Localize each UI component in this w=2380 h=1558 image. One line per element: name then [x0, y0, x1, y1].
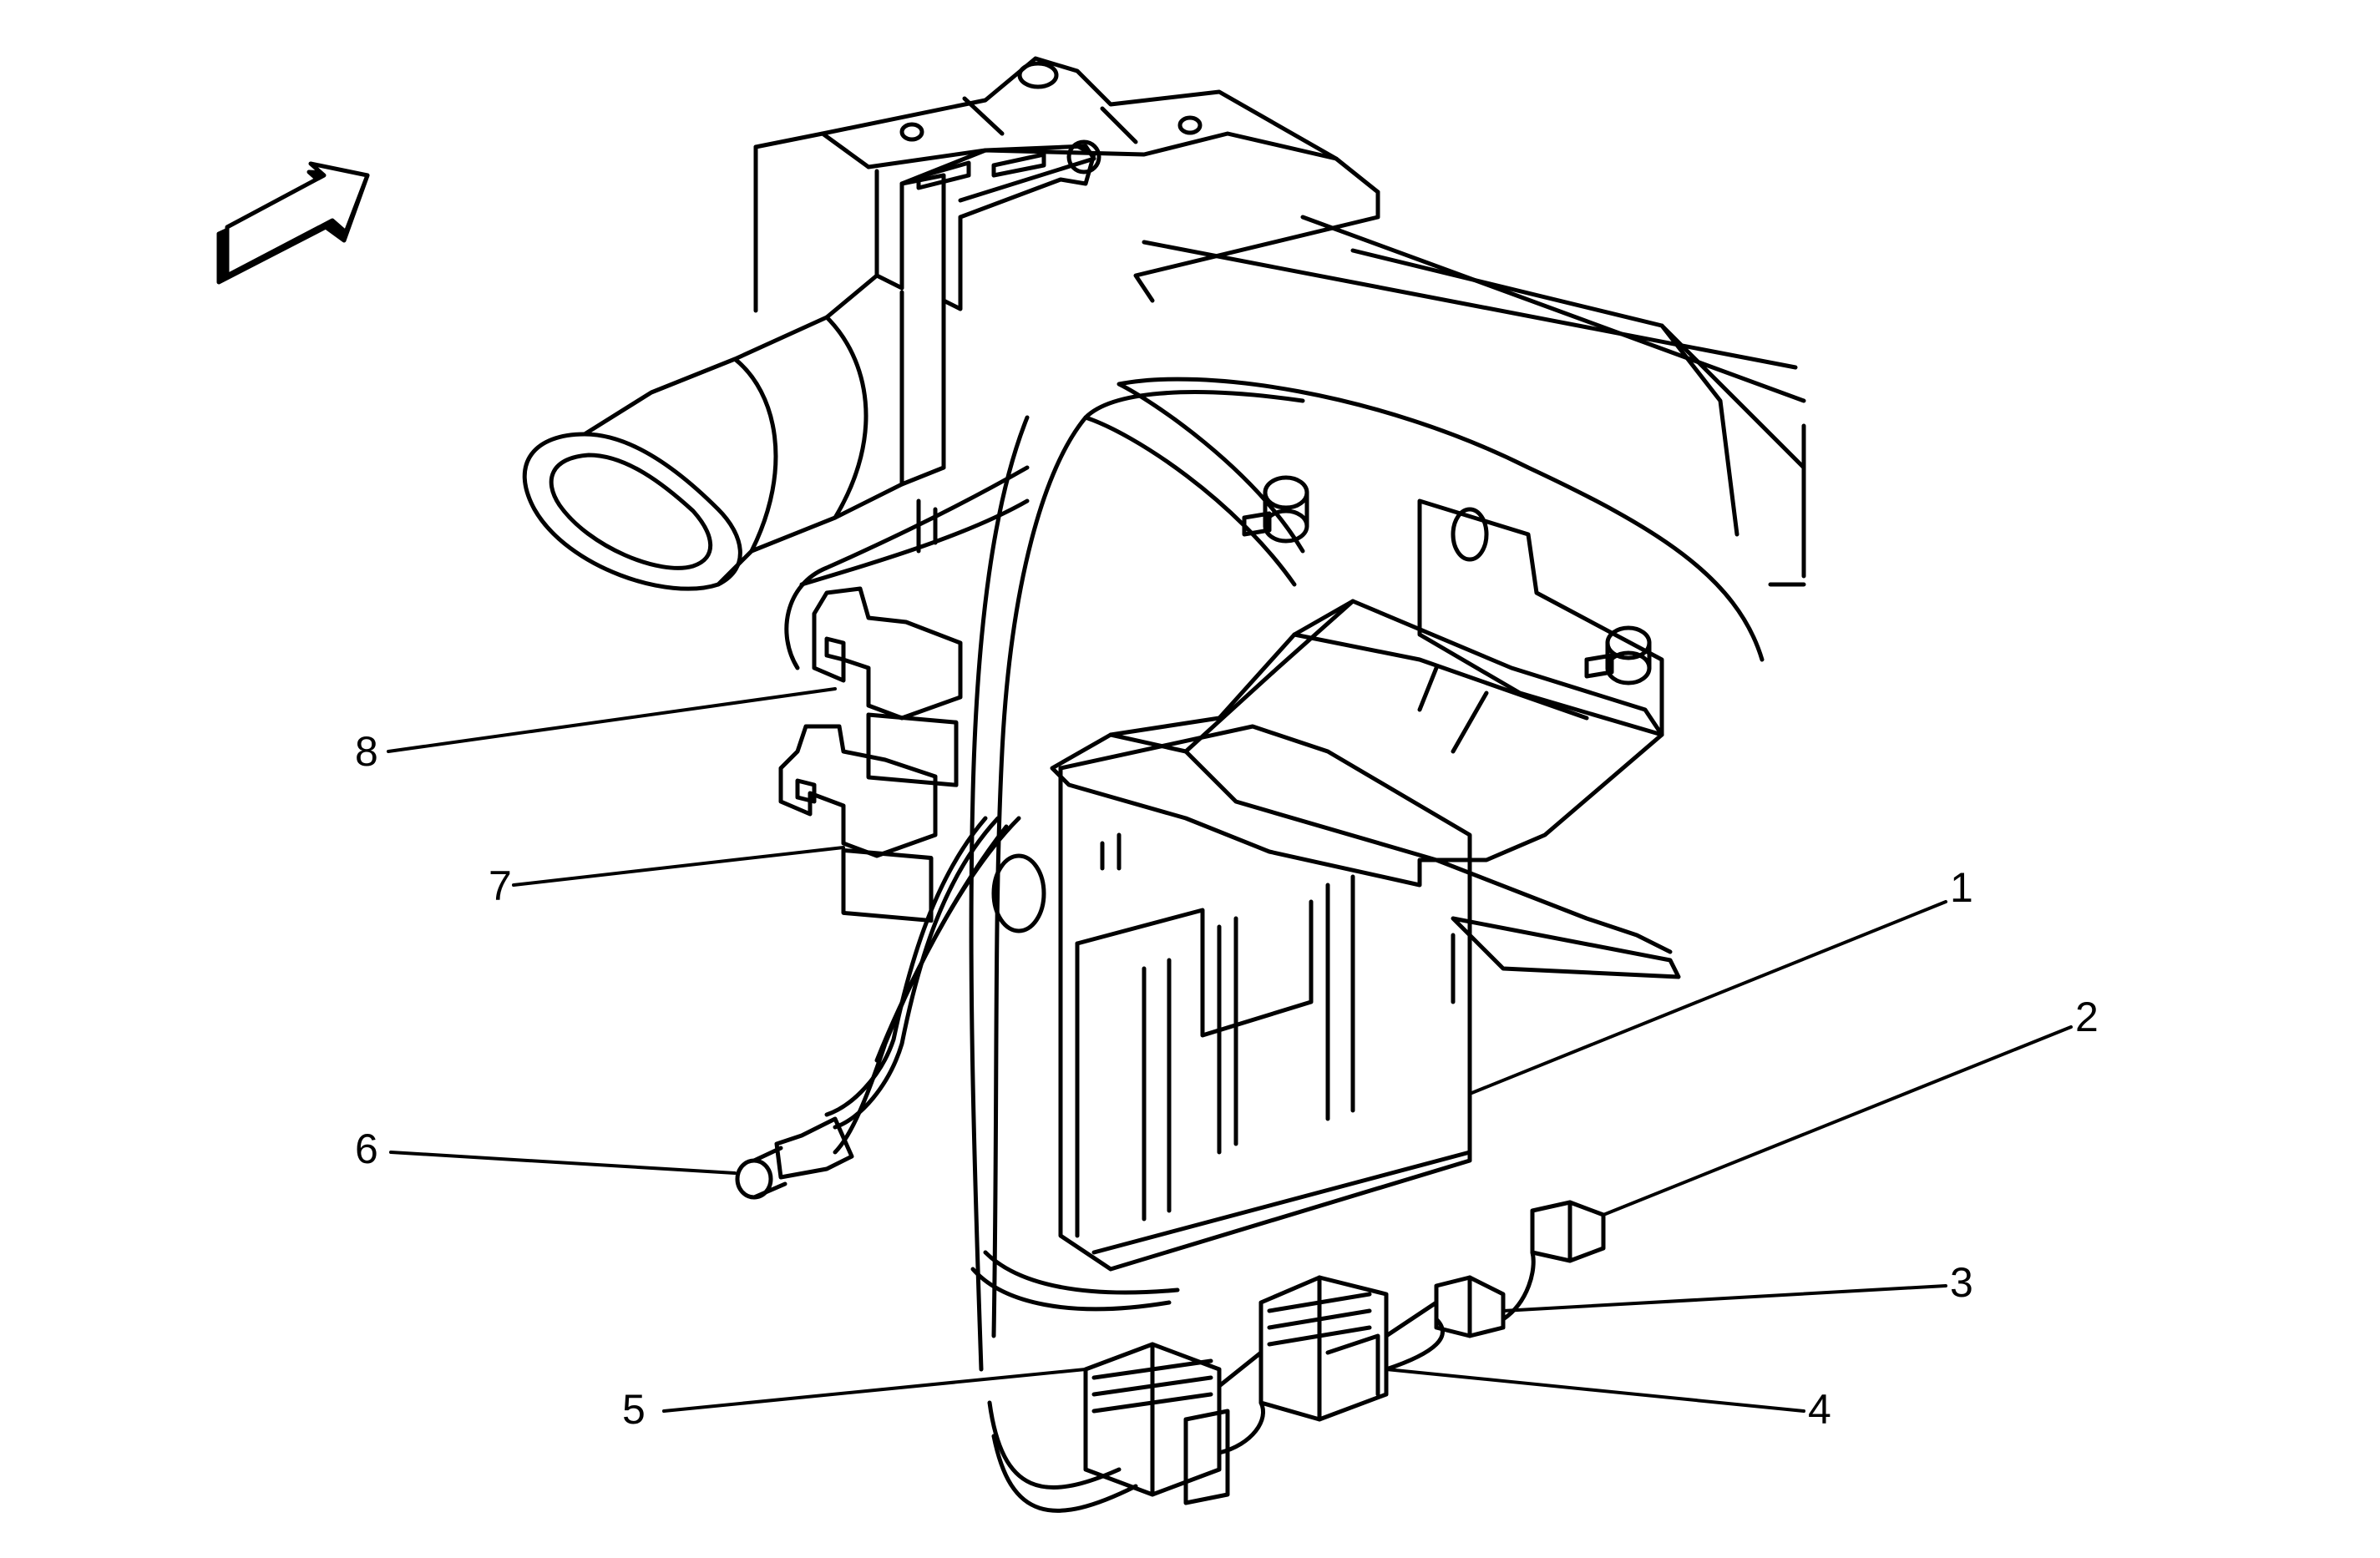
- leader-line-8: [387, 687, 837, 753]
- callout-6: 6: [355, 1126, 378, 1172]
- callout-2: 2: [2075, 994, 2099, 1040]
- callout-3: 3: [1950, 1259, 1973, 1306]
- callout-4: 4: [1808, 1386, 1831, 1433]
- connector-3: [1434, 1275, 1506, 1338]
- wiring-harness: [784, 377, 1765, 1372]
- relay-lower: [778, 724, 938, 923]
- support-plate: [1417, 498, 1664, 737]
- hvac-housing: [753, 56, 1806, 587]
- connector-4: [1258, 1275, 1389, 1422]
- leader-line-3: [1501, 1284, 1947, 1313]
- connector-2: [1530, 1200, 1606, 1263]
- connector-wires: [987, 1250, 1536, 1513]
- connector-5: [1083, 1342, 1230, 1505]
- mounting-nut-left: [1242, 475, 1309, 544]
- callout-1: 1: [1950, 864, 1973, 911]
- relay-upper: [812, 586, 963, 787]
- leader-line-4: [1385, 1368, 1805, 1413]
- callout-5: 5: [622, 1386, 646, 1433]
- leader-line-1: [1468, 900, 1947, 1095]
- front-direction-arrow-icon: [216, 161, 370, 285]
- callout-7: 7: [489, 862, 512, 909]
- control-module: [1058, 724, 1472, 1272]
- air-duct-outlet: [522, 273, 946, 591]
- callout-8: 8: [355, 728, 378, 775]
- module-bracket: [1050, 599, 1681, 1004]
- leader-line-5: [662, 1368, 1087, 1413]
- callout-labels: 1 2 3 4 5 6 7 8: [355, 728, 2099, 1433]
- leader-line-6: [389, 1151, 737, 1175]
- leader-line-7: [512, 846, 845, 887]
- mounting-nut-right: [1584, 625, 1652, 685]
- leader-line-2: [1602, 1025, 2073, 1217]
- temperature-sensor: [735, 816, 1000, 1200]
- mounting-bracket: [874, 139, 1101, 311]
- leader-lines: [387, 687, 2073, 1413]
